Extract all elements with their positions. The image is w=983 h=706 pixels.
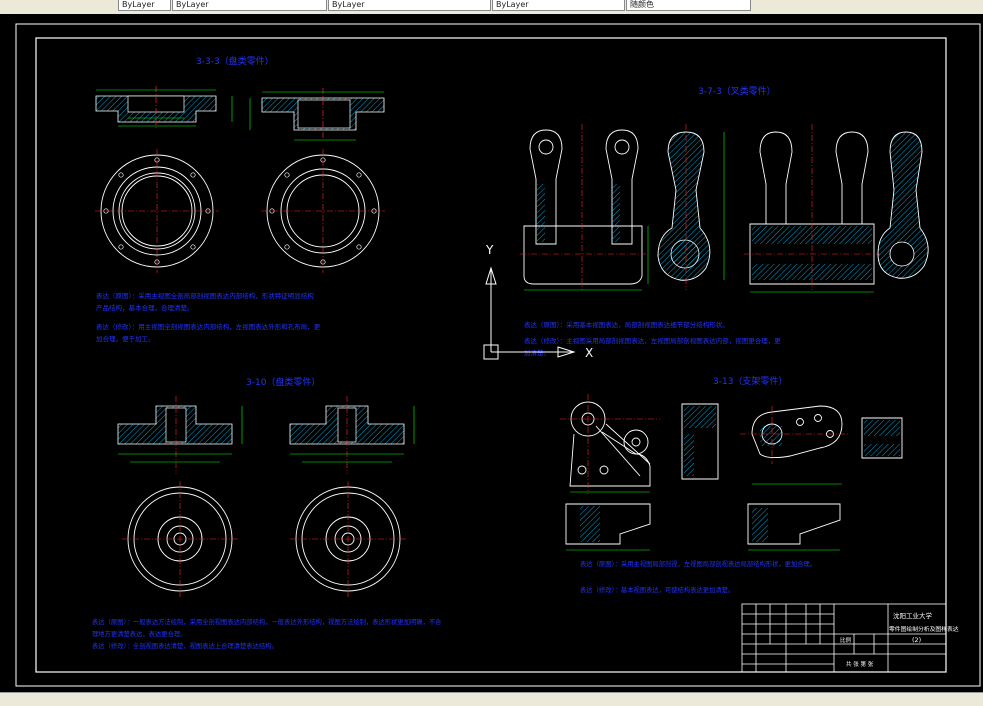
note-bl-1: 表达（原图）：一般表达方法绘制，采用全剖视图表达内部结构，一般表达外形结构，视图… bbox=[92, 617, 442, 626]
title-school: 沈阳工业大学 bbox=[893, 611, 933, 620]
linetype-dropdown[interactable]: ByLayer bbox=[328, 0, 491, 11]
note-tl-1: 表达（原图）：采用主视图全剖局部剖视图表达内部结构，形状特征明显结构 bbox=[96, 291, 314, 300]
inner-border bbox=[35, 37, 947, 673]
lineweight-dropdown[interactable]: ByLayer bbox=[492, 0, 625, 11]
title-number: (2) bbox=[912, 636, 921, 644]
x-axis-label: X bbox=[585, 346, 593, 360]
properties-toolbar: ByLayer ByLayer ByLayer ByLayer 随颜色 bbox=[0, 0, 983, 15]
title-block bbox=[741, 603, 947, 673]
view-bottom-right: 3-13（支架零件） bbox=[560, 375, 903, 594]
view-title-bottom-right: 3-13（支架零件） bbox=[713, 375, 787, 387]
linetype-dropdown-value: ByLayer bbox=[332, 0, 365, 9]
title-name: 零件图绘制分析及图样表达 bbox=[889, 625, 959, 633]
color-dropdown-value: ByLayer bbox=[176, 0, 209, 9]
drawing-svg: 3-3-3（盘类零件） bbox=[15, 23, 981, 687]
note-br-2: 表达（修改）：基本视图表达，可使结构表达更加清楚。 bbox=[580, 585, 734, 594]
y-axis-label: Y bbox=[485, 243, 494, 257]
plotstyle-dropdown[interactable]: 随颜色 bbox=[626, 0, 751, 11]
status-bar bbox=[0, 692, 983, 706]
color-dropdown[interactable]: ByLayer bbox=[172, 0, 327, 11]
note-tl-4: 加合理，便于加工。 bbox=[96, 334, 155, 343]
layer-dropdown-value: ByLayer bbox=[122, 0, 155, 9]
view-bottom-left: 3-10（盘类零件） 表达（原图）：一般表达方法绘制，采 bbox=[92, 376, 442, 650]
title-sheet: 共 张 第 张 bbox=[846, 660, 874, 668]
note-tr-2: 表达（修改）：主视图采用局部剖视图表达，左视图局部剖视图表达内部，视图更合理，更 bbox=[524, 336, 781, 345]
note-bl-2: 理地方更清楚表达，表达更合理。 bbox=[92, 629, 186, 638]
plotstyle-dropdown-value: 随颜色 bbox=[630, 0, 654, 9]
view-top-left: 3-3-3（盘类零件） bbox=[95, 55, 385, 343]
layer-dropdown[interactable]: ByLayer bbox=[118, 0, 171, 11]
drawing-canvas[interactable]: 3-3-3（盘类零件） bbox=[0, 14, 983, 692]
ucs-icon: Y X bbox=[483, 243, 593, 360]
view-title-top-right: 3-7-3（叉类零件） bbox=[698, 85, 776, 97]
outer-border bbox=[15, 23, 981, 687]
view-top-right: 3-7-3（叉类零件） bbox=[520, 85, 929, 357]
lineweight-dropdown-value: ByLayer bbox=[496, 0, 529, 9]
note-tl-3: 表达（修改）：用主视图全剖视图表达内部结构，左视图表达外形和孔布局，更 bbox=[96, 322, 321, 331]
view-title-top-left: 3-3-3（盘类零件） bbox=[196, 55, 274, 67]
note-tl-2: 产品结构，基本合理，合理清楚。 bbox=[96, 303, 194, 312]
title-scale: 比例 bbox=[840, 636, 852, 644]
note-br-1: 表达（原图）：采用主视图局部剖视，左视图局部剖视表达局部结构形状，更加合理。 bbox=[580, 559, 816, 568]
note-bl-3: 表达（修改）：全剖视图表达清楚，视图表达上合理清楚表达结构。 bbox=[92, 641, 278, 650]
note-tr-1: 表达（原图）：采用基本视图表达，局部剖视图表达细节部分结构形状。 bbox=[524, 320, 729, 329]
view-title-bottom-left: 3-10（盘类零件） bbox=[246, 376, 320, 388]
